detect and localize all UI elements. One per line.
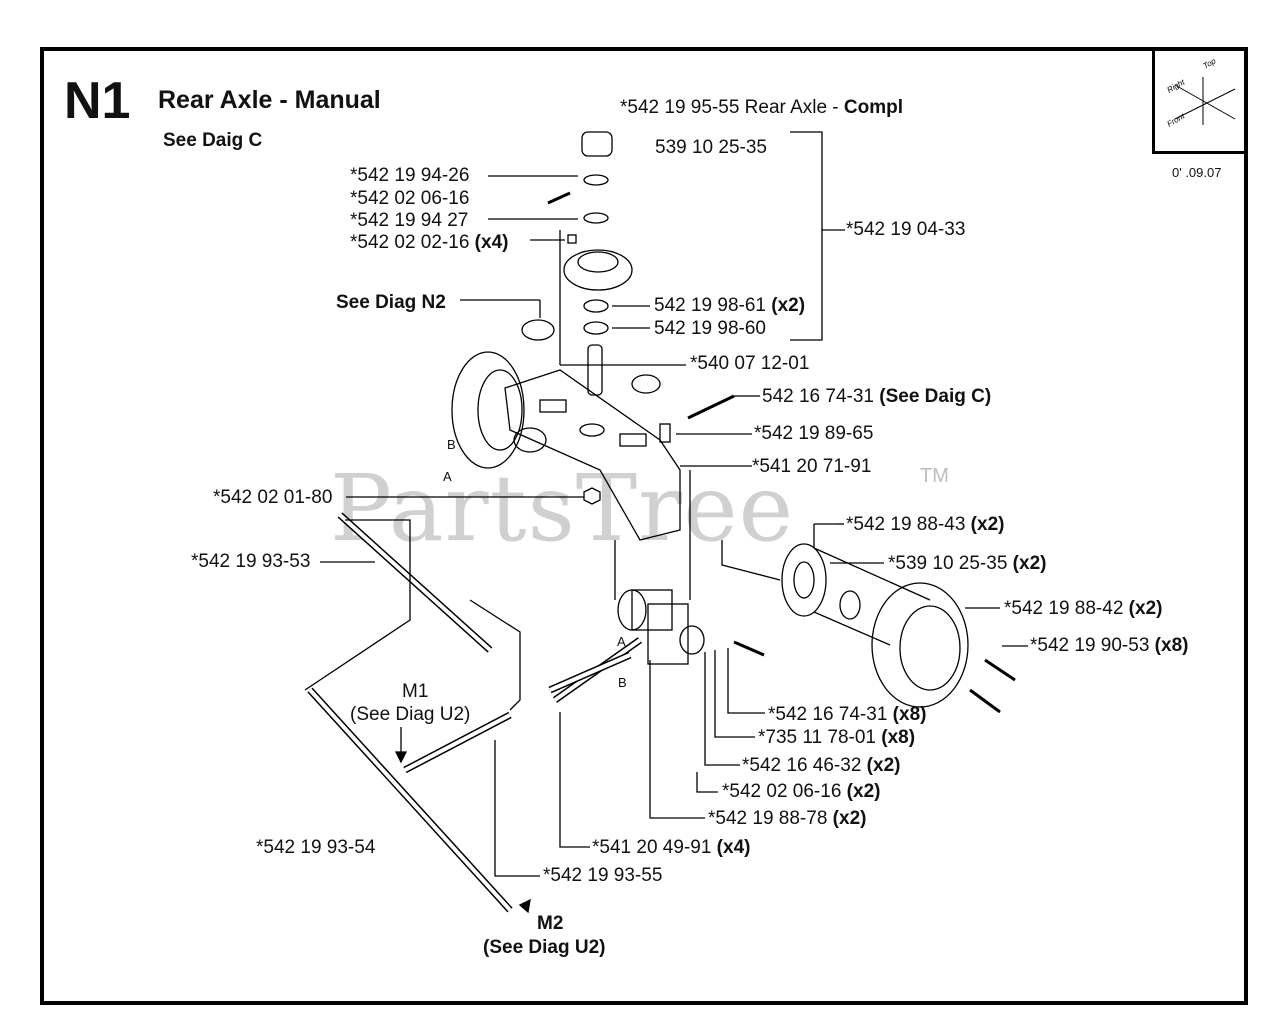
watermark-tm: TM [920, 465, 949, 487]
see-diag-c: See Daig C [163, 130, 263, 151]
callout-m2: M2 [537, 913, 564, 934]
part-qty: (x4) [716, 837, 751, 858]
part-label: 539 10 25-35 [655, 138, 767, 157]
part-qty: (x2) [832, 808, 867, 829]
part-label: *540 07 12-01 [690, 354, 809, 373]
date-code: 0' .09.07 [1172, 165, 1222, 180]
part-qty: (x2) [771, 295, 806, 316]
part-number: *542 19 93-53 [191, 551, 311, 572]
part-qty: (x2) [1012, 553, 1047, 574]
part-label: *542 16 74-31 (x8) [768, 705, 926, 724]
part-label: *542 19 88-43 (x2) [846, 515, 1004, 534]
part-label: *542 19 88-78 (x2) [708, 809, 866, 828]
part-number: See Diag N2 [336, 292, 446, 313]
part-label: 542 19 98-61 (x2) [654, 296, 805, 315]
part-qty: (x2) [846, 781, 881, 802]
part-number: 542 19 98-60 [654, 318, 766, 339]
part-label: *542 19 88-42 (x2) [1004, 599, 1162, 618]
assembly-number-text: *542 19 95-55 Rear Axle - [620, 97, 844, 118]
part-number: *542 19 93-54 [256, 837, 376, 858]
part-number: *542 19 89-65 [754, 423, 874, 444]
part-number: *542 02 06-16 [350, 188, 470, 209]
part-number: *542 16 46-32 [742, 755, 867, 776]
part-qty: (x2) [1128, 598, 1163, 619]
part-qty: (x2) [970, 514, 1005, 535]
port-label-b: B [618, 675, 627, 690]
part-label: *542 19 93-54 [256, 838, 375, 857]
part-label: 542 19 98-60 [654, 319, 766, 338]
drawing-frame [40, 47, 1248, 1005]
port-label-a: A [443, 469, 452, 484]
part-number: *542 02 02-16 [350, 232, 475, 253]
part-number: *542 02 06-16 [722, 781, 847, 802]
part-number: *735 11 78-01 [758, 727, 882, 748]
orientation-box: Top Right Front [1152, 47, 1248, 154]
part-number: *540 07 12-01 [690, 353, 810, 374]
part-number: 542 19 98-61 [654, 295, 772, 316]
diagram-code: N1 [64, 72, 131, 130]
assembly-number-bold: Compl [843, 97, 904, 118]
part-qty: (x8) [881, 727, 916, 748]
diagram-title: Rear Axle - Manual [158, 86, 381, 114]
part-number: *541 20 49-91 [592, 837, 717, 858]
part-label: *542 19 89-65 [754, 424, 873, 443]
part-qty: (x4) [474, 232, 509, 253]
part-number: *542 19 94 27 [350, 210, 469, 231]
see-diag-n2: See Diag N2 [336, 293, 446, 312]
part-number: *542 19 90-53 [1030, 635, 1155, 656]
part-label: *542 02 06-16 [350, 189, 469, 208]
part-label: *542 19 90-53 (x8) [1030, 636, 1188, 655]
part-label: *542 02 02-16 (x4) [350, 233, 508, 252]
port-label-a: A [617, 634, 626, 649]
orientation-axes-icon: Top Right Front [1166, 56, 1236, 129]
part-label: *542 16 46-32 (x2) [742, 756, 900, 775]
part-number: 542 16 74-31 [762, 386, 880, 407]
part-label: *541 20 71-91 [752, 457, 871, 476]
part-number: *542 19 88-43 [846, 514, 971, 535]
callout-m1: M1 [402, 681, 429, 702]
callout-m1-see: (See Diag U2) [350, 704, 471, 725]
part-number: *539 10 25-35 [888, 553, 1013, 574]
watermark: PartsTree [330, 455, 795, 562]
part-label: *542 19 93-53 [191, 552, 310, 571]
part-qty: (x8) [892, 704, 927, 725]
part-label: *542 19 94 27 [350, 211, 468, 230]
part-number: *542 19 04-33 [846, 219, 966, 240]
callout-m2-see: (See Diag U2) [483, 937, 606, 958]
part-number: *542 02 01-80 [213, 487, 333, 508]
part-qty: (See Daig C) [879, 386, 992, 407]
part-number: 539 10 25-35 [655, 137, 767, 158]
part-number: *541 20 71-91 [752, 456, 872, 477]
assembly-part-number: *542 19 95-55 Rear Axle - Compl [620, 98, 903, 117]
part-label: *542 19 04-33 [846, 220, 965, 239]
part-number: *542 16 74-31 [768, 704, 893, 725]
part-number: *542 19 88-78 [708, 808, 833, 829]
part-number: *542 19 93-55 [543, 865, 663, 886]
part-number: *542 19 88-42 [1004, 598, 1129, 619]
part-label: 542 16 74-31 (See Daig C) [762, 387, 991, 406]
part-qty: (x2) [866, 755, 901, 776]
part-label: *542 02 01-80 [213, 488, 332, 507]
part-label: *542 19 94-26 [350, 166, 469, 185]
part-label: *541 20 49-91 (x4) [592, 838, 750, 857]
part-label: *539 10 25-35 (x2) [888, 554, 1046, 573]
port-label-b: B [447, 437, 456, 452]
part-qty: (x8) [1154, 635, 1189, 656]
part-label: *542 19 93-55 [543, 866, 662, 885]
part-label: *735 11 78-01 (x8) [758, 728, 915, 747]
part-number: *542 19 94-26 [350, 165, 470, 186]
part-label: *542 02 06-16 (x2) [722, 782, 880, 801]
